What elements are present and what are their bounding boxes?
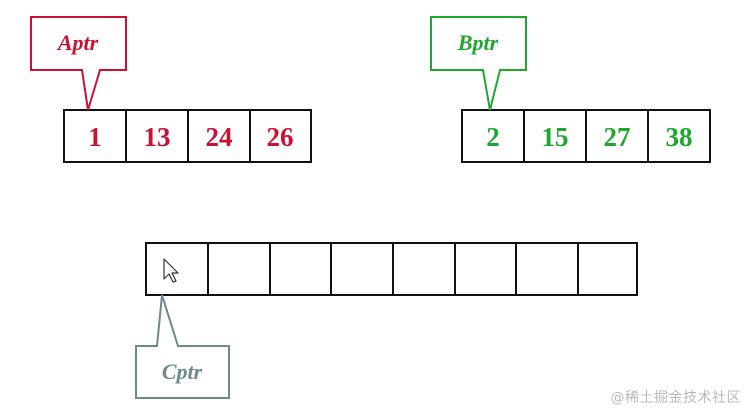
array-a-value: 1 xyxy=(88,122,102,152)
array-c xyxy=(145,242,638,296)
cptr-callout-shape xyxy=(135,294,230,399)
array-a-cell-3 xyxy=(249,109,312,163)
watermark: @稀土掘金技术社区 xyxy=(610,390,741,406)
array-c-cell-7 xyxy=(577,242,638,296)
array-a-cell-1 xyxy=(125,109,189,163)
array-b: 2 15 27 38 xyxy=(461,109,711,163)
bptr-label: Bptr xyxy=(457,30,499,55)
array-c-cell-4 xyxy=(392,242,456,296)
array-b-value: 15 xyxy=(542,122,569,152)
cptr-label: Cptr xyxy=(162,359,203,384)
array-a-cell-0 xyxy=(63,109,127,163)
array-b-cell-3 xyxy=(647,109,711,163)
array-b-cell-1 xyxy=(523,109,587,163)
array-b-value: 2 xyxy=(486,122,500,152)
array-a-cell-2 xyxy=(187,109,251,163)
array-a-value: 24 xyxy=(206,122,233,152)
array-a-value: 26 xyxy=(267,122,294,152)
array-a-value: 13 xyxy=(144,122,171,152)
aptr-callout: Aptr xyxy=(30,16,127,111)
array-a: 1 13 24 26 xyxy=(63,109,312,163)
array-c-cell-0 xyxy=(145,242,209,296)
bptr-callout-shape xyxy=(430,16,527,111)
mouse-pointer-icon xyxy=(163,258,179,283)
array-c-cell-3 xyxy=(330,242,394,296)
aptr-label: Aptr xyxy=(56,30,99,55)
aptr-callout-shape xyxy=(30,16,127,111)
array-c-cell-1 xyxy=(207,242,271,296)
cptr-callout: Cptr xyxy=(135,294,230,399)
array-b-cell-2 xyxy=(585,109,649,163)
array-c-cell-5 xyxy=(454,242,517,296)
array-b-value: 27 xyxy=(604,122,631,152)
bptr-callout: Bptr xyxy=(430,16,527,111)
array-c-cell-6 xyxy=(515,242,579,296)
array-b-value: 38 xyxy=(666,122,693,152)
array-c-cell-2 xyxy=(269,242,332,296)
